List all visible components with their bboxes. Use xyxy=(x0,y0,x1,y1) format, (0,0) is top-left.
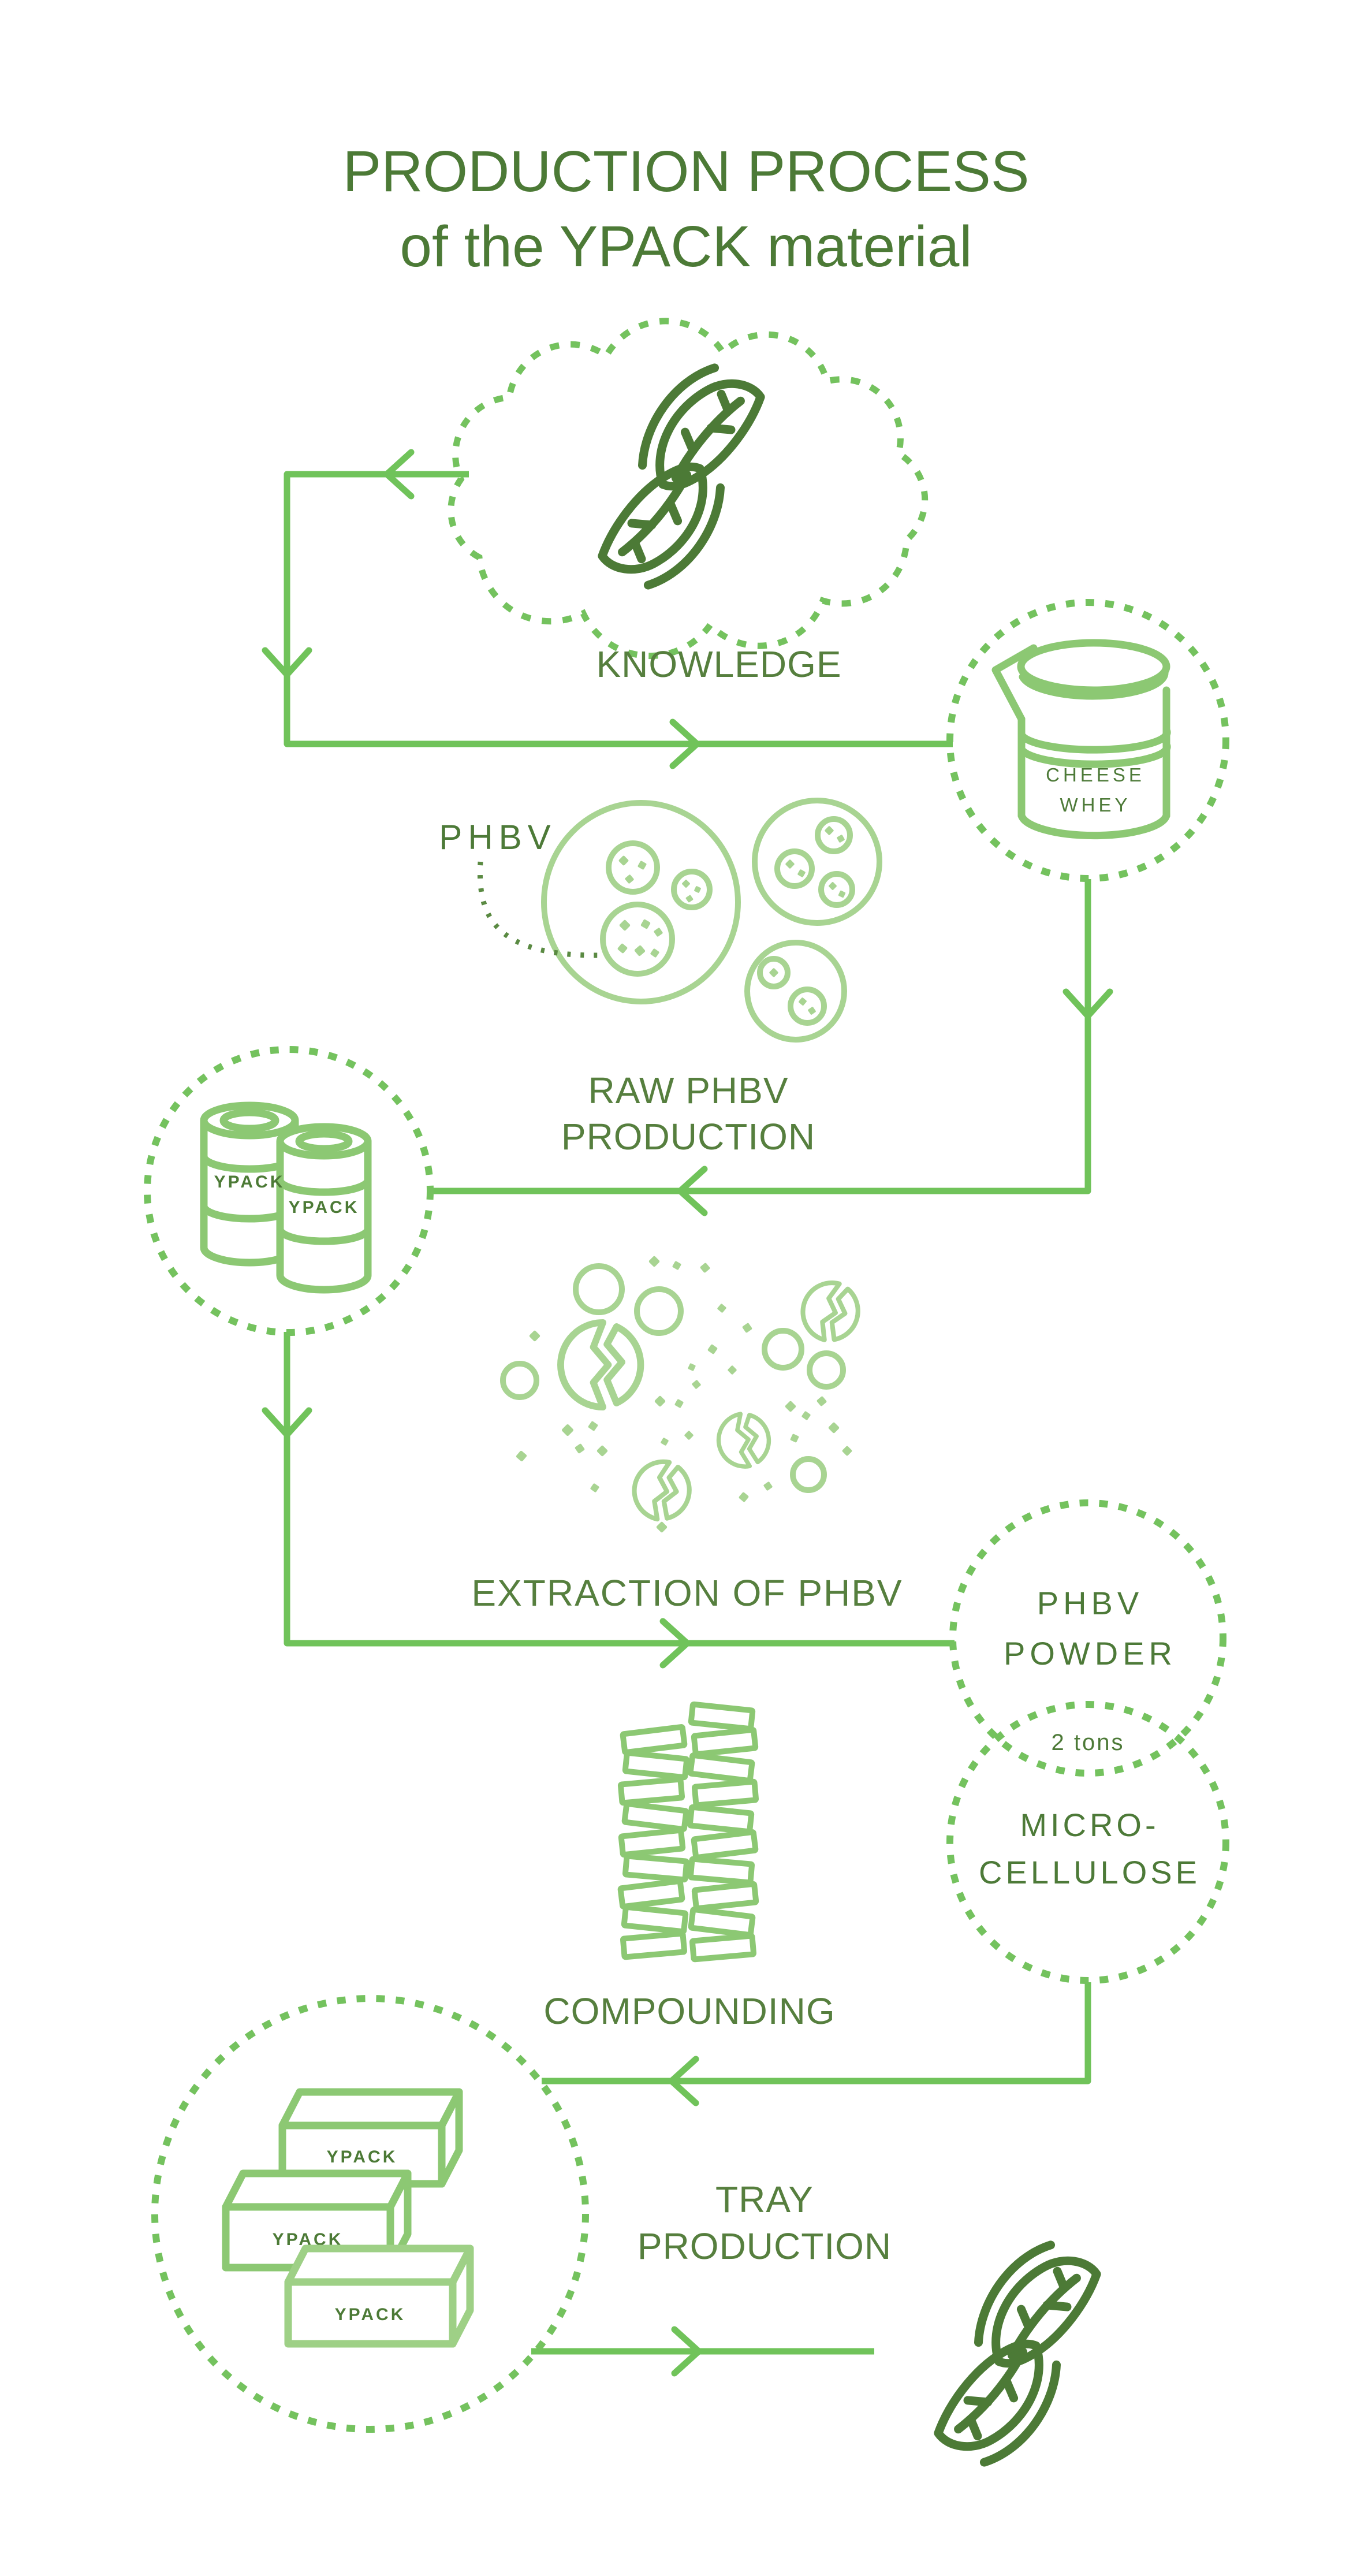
flow-arrow-trays-to-leaves xyxy=(531,2329,874,2373)
pellet-stacks-icon xyxy=(617,1701,759,1963)
microcellulose-label-line1: MICRO- xyxy=(1020,1807,1159,1843)
ypack-cans-circle xyxy=(144,1046,434,1336)
microcellulose-circle xyxy=(946,1701,1229,1984)
compounding-label: COMPOUNDING xyxy=(543,1990,835,2032)
cheese-whey-label-line1: CHEESE xyxy=(1046,764,1145,786)
raw-phbv-label-line2: PRODUCTION xyxy=(561,1116,815,1157)
flow-arrow-cheese-whey-to-cans xyxy=(433,879,1110,1213)
page-title-line2: of the YPACK material xyxy=(400,214,972,279)
can-label-1: YPACK xyxy=(214,1172,285,1192)
flow-arrow-microcellulose-to-trays xyxy=(542,1982,1091,2103)
microcellulose-label-line2: CELLULOSE xyxy=(979,1854,1200,1890)
knowledge-cloud-icon xyxy=(448,318,929,660)
flow-arrow-cans-to-powder xyxy=(265,1332,955,1665)
tray-label-3: YPACK xyxy=(335,2305,406,2324)
phbv-powder-circle xyxy=(949,1499,1226,1777)
cheese-whey-label-line2: WHEY xyxy=(1060,794,1131,816)
can-label-2: YPACK xyxy=(289,1198,360,1217)
trays-icon: YPACK YPACK YPACK xyxy=(222,2088,474,2348)
flow-arrow-cloud-to-cheese-whey xyxy=(265,452,953,766)
page-title-line1: PRODUCTION PROCESS xyxy=(342,139,1029,204)
extraction-particles-icon xyxy=(500,1255,864,1533)
tray-label-1: YPACK xyxy=(327,2147,398,2166)
phbv-powder-label-line1: PHBV xyxy=(1037,1585,1144,1621)
pellet-stack-right xyxy=(687,1701,759,1963)
phbv-callout-arc xyxy=(477,861,602,958)
tray-production-label-line2: PRODUCTION xyxy=(637,2225,892,2267)
tray-circle xyxy=(151,1995,589,2433)
knowledge-label: KNOWLEDGE xyxy=(596,643,841,685)
phbv-powder-label-line2: POWDER xyxy=(1004,1635,1177,1672)
amount-label: 2 tons xyxy=(1052,1730,1125,1755)
extraction-label: EXTRACTION OF PHBV xyxy=(471,1572,903,1614)
pellet-stack-left xyxy=(617,1724,690,1960)
pitcher-icon xyxy=(991,639,1171,840)
ypack-cans-icon: YPACK YPACK xyxy=(200,1101,372,1294)
phbv-callout-label: PHBV xyxy=(439,818,556,857)
tray-production-label-line1: TRAY xyxy=(715,2179,814,2220)
final-leaves-icon xyxy=(907,2230,1128,2477)
raw-phbv-label-line1: RAW PHBV xyxy=(588,1070,789,1111)
cheese-whey-circle xyxy=(946,599,1229,882)
leaves-icon xyxy=(571,353,792,600)
tray-3: YPACK xyxy=(284,2244,474,2348)
phbv-cells-icon xyxy=(541,798,882,1043)
